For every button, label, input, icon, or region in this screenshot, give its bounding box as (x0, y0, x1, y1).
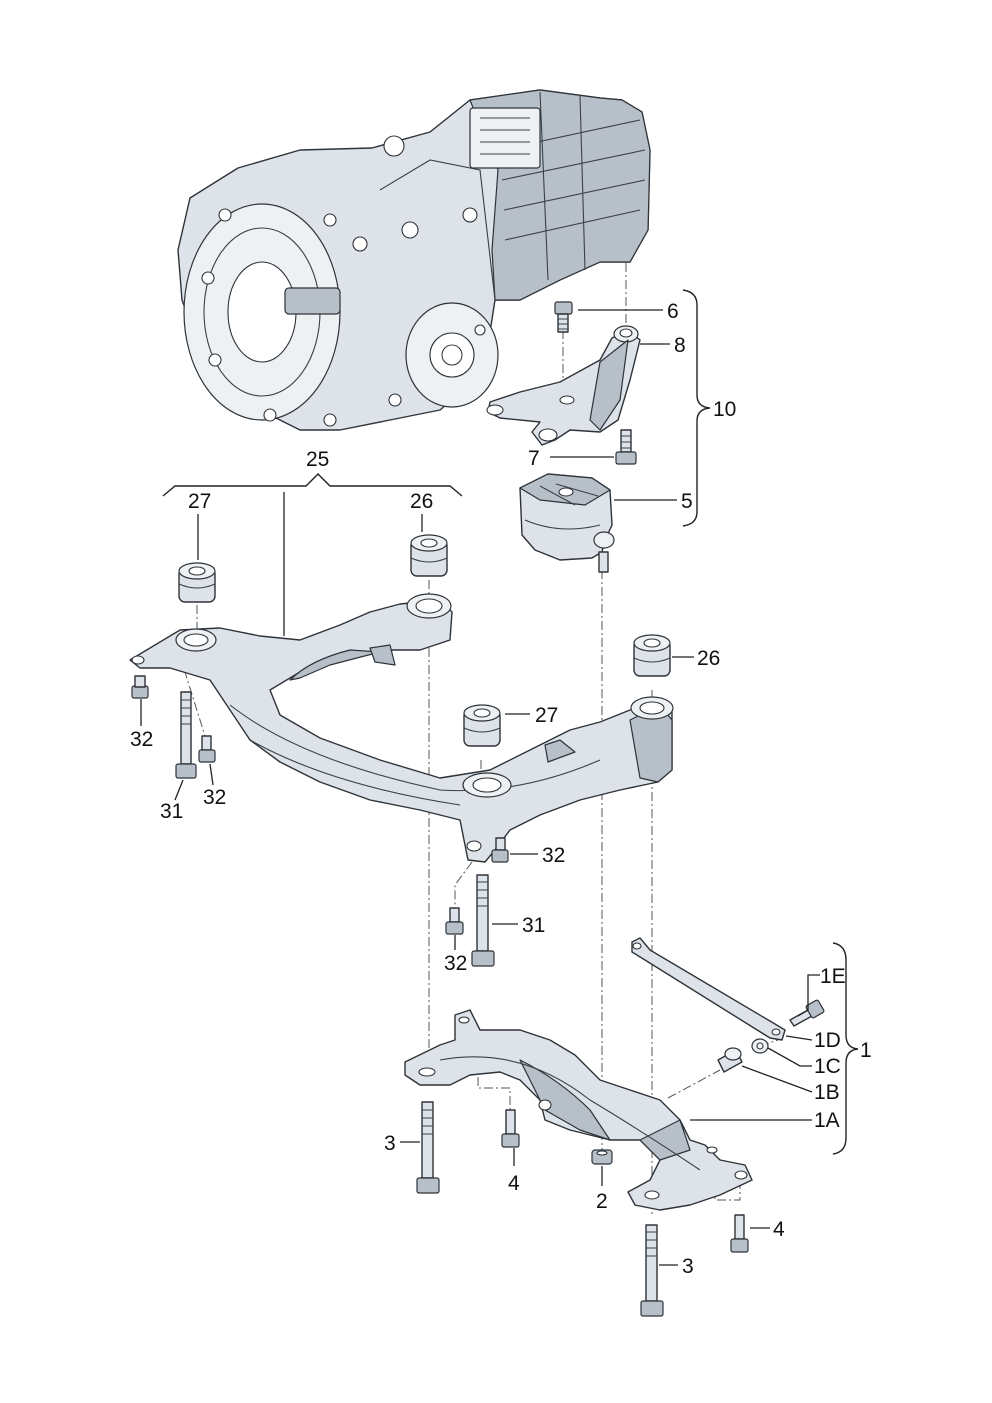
label-2: 2 (596, 1190, 608, 1213)
label-4-right: 4 (773, 1218, 785, 1241)
label-1c: 1C (814, 1055, 841, 1078)
label-32-left-bottom: 32 (203, 786, 226, 809)
label-1e: 1E (820, 965, 846, 988)
label-3-left: 3 (384, 1132, 396, 1155)
bolt-32-center-bottom (445, 907, 464, 935)
crossmember (404, 1009, 753, 1211)
group-bracket-1 (832, 942, 859, 1155)
bolt-4-left (501, 1109, 520, 1148)
label-31-left: 31 (160, 800, 183, 823)
label-1a: 1A (814, 1109, 840, 1132)
label-26-top: 26 (410, 490, 433, 513)
leader-lines (140, 309, 820, 1266)
bolt-1e (789, 999, 825, 1027)
bolt-3-left (416, 1101, 440, 1194)
strut-bar (631, 937, 786, 1041)
gearbox-illustration (177, 89, 651, 431)
label-1b: 1B (814, 1081, 840, 1104)
label-32-left-top: 32 (130, 728, 153, 751)
group-bracket-25 (162, 473, 463, 497)
bolt-6 (554, 301, 573, 333)
bolt-31-center (471, 874, 495, 967)
label-32-center-bottom: 32 (444, 952, 467, 975)
bolt-7 (615, 429, 637, 465)
label-3-right: 3 (682, 1255, 694, 1278)
sleeve-1b (717, 1047, 743, 1073)
group-bracket-10 (682, 289, 711, 527)
label-4-left: 4 (508, 1172, 520, 1195)
label-7: 7 (528, 447, 540, 470)
label-6: 6 (667, 300, 679, 323)
bushing-27-left (178, 562, 216, 603)
bushing-26-right (633, 634, 671, 677)
label-25: 25 (306, 448, 329, 471)
bolt-31-left (175, 691, 197, 779)
bolt-3-right (640, 1224, 664, 1317)
label-32-center-right: 32 (542, 844, 565, 867)
label-10: 10 (713, 398, 736, 421)
label-27-center: 27 (535, 704, 558, 727)
bushing-27-center (463, 704, 501, 747)
nut-2 (591, 1149, 613, 1165)
rubber-mount (519, 473, 615, 573)
bolt-32-left-top (131, 675, 149, 699)
label-31-center: 31 (522, 914, 545, 937)
label-26-right: 26 (697, 647, 720, 670)
washer-1c (751, 1038, 769, 1054)
gearbox-mount-bracket (486, 325, 641, 446)
callout-labels: 6 8 10 7 5 25 27 26 26 27 32 31 32 32 31… (130, 300, 872, 1278)
bushing-26-top (410, 534, 448, 577)
label-1: 1 (860, 1039, 872, 1062)
subframe (129, 593, 674, 863)
label-1d: 1D (814, 1029, 841, 1052)
bolt-32-left-bottom (198, 735, 216, 763)
bolt-4-right (730, 1214, 749, 1253)
label-5: 5 (681, 490, 693, 513)
bolt-32-center-right (491, 837, 509, 863)
label-27-left: 27 (188, 490, 211, 513)
label-8: 8 (674, 334, 686, 357)
